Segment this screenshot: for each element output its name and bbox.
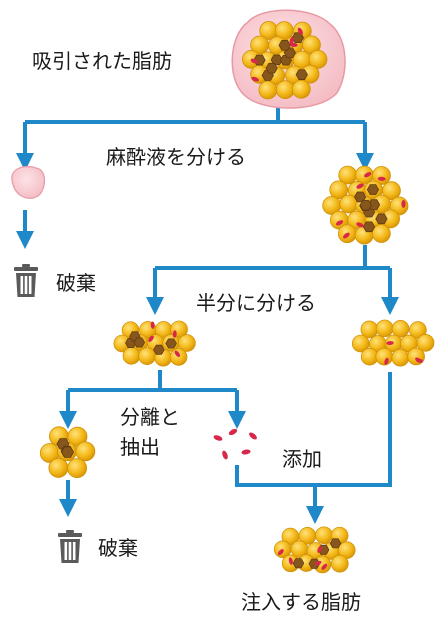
source-fat-cluster [231,9,346,109]
fat-cell [291,79,311,99]
stromal-cell [375,213,388,225]
stromal-cell [362,221,376,233]
label-separate-extract: 分離と 抽出 [120,405,180,459]
label-add: 添加 [282,447,322,471]
fat-cell [67,458,88,479]
left-half-cluster [113,320,196,367]
trash-can-icon [14,264,38,297]
right-half-cluster [351,319,435,367]
large-fat-cluster [322,165,409,245]
stromal-cell [278,39,291,51]
fat-cell [391,348,410,367]
small-pink-blob [11,165,46,199]
stromal-cell [153,344,165,355]
red-blood-cell [241,448,251,456]
label-injection-fat: 注入する脂肪 [241,590,361,614]
fat-cell [331,554,349,573]
washed-fat-cluster [39,426,96,479]
trash-can-icon [58,530,82,563]
stromal-cell [292,558,305,569]
fat-cell [122,347,141,365]
fat-cell [375,347,394,366]
stromal-cell [165,338,177,349]
injection-fat-cluster [273,526,356,574]
label-anesthetic-split: 麻酔液を分ける [106,145,246,169]
stromal-cell [359,199,372,211]
label-split-half: 半分に分ける [196,291,316,315]
fat-cell [315,526,333,545]
label-source-fat: 吸引された脂肪 [32,49,172,73]
fat-cell [258,80,278,100]
red-blood-cell [227,427,239,437]
stromal-cell [329,538,342,549]
label-discard-bottom: 破棄 [98,536,138,560]
extracted-red-cells [212,427,259,461]
fat-cell [372,224,391,243]
connector-lines [16,105,399,524]
stromal-cell [295,69,308,80]
red-blood-cell [247,431,259,441]
fat-cell [375,319,394,338]
stromal-cell [61,446,74,458]
stromal-cell [133,337,145,348]
fat-cell [75,441,96,462]
stromal-cell [366,184,380,195]
red-blood-cell [221,449,229,461]
fat-cell [275,80,295,100]
red-blood-cell [212,434,224,442]
fat-cell [48,458,69,478]
connector-extract-to-merge [235,465,315,487]
label-discard-top: 破棄 [56,271,96,295]
connector-right-half-to-merge [315,372,392,487]
fat-cell [138,347,156,365]
stromal-cell [265,62,278,74]
